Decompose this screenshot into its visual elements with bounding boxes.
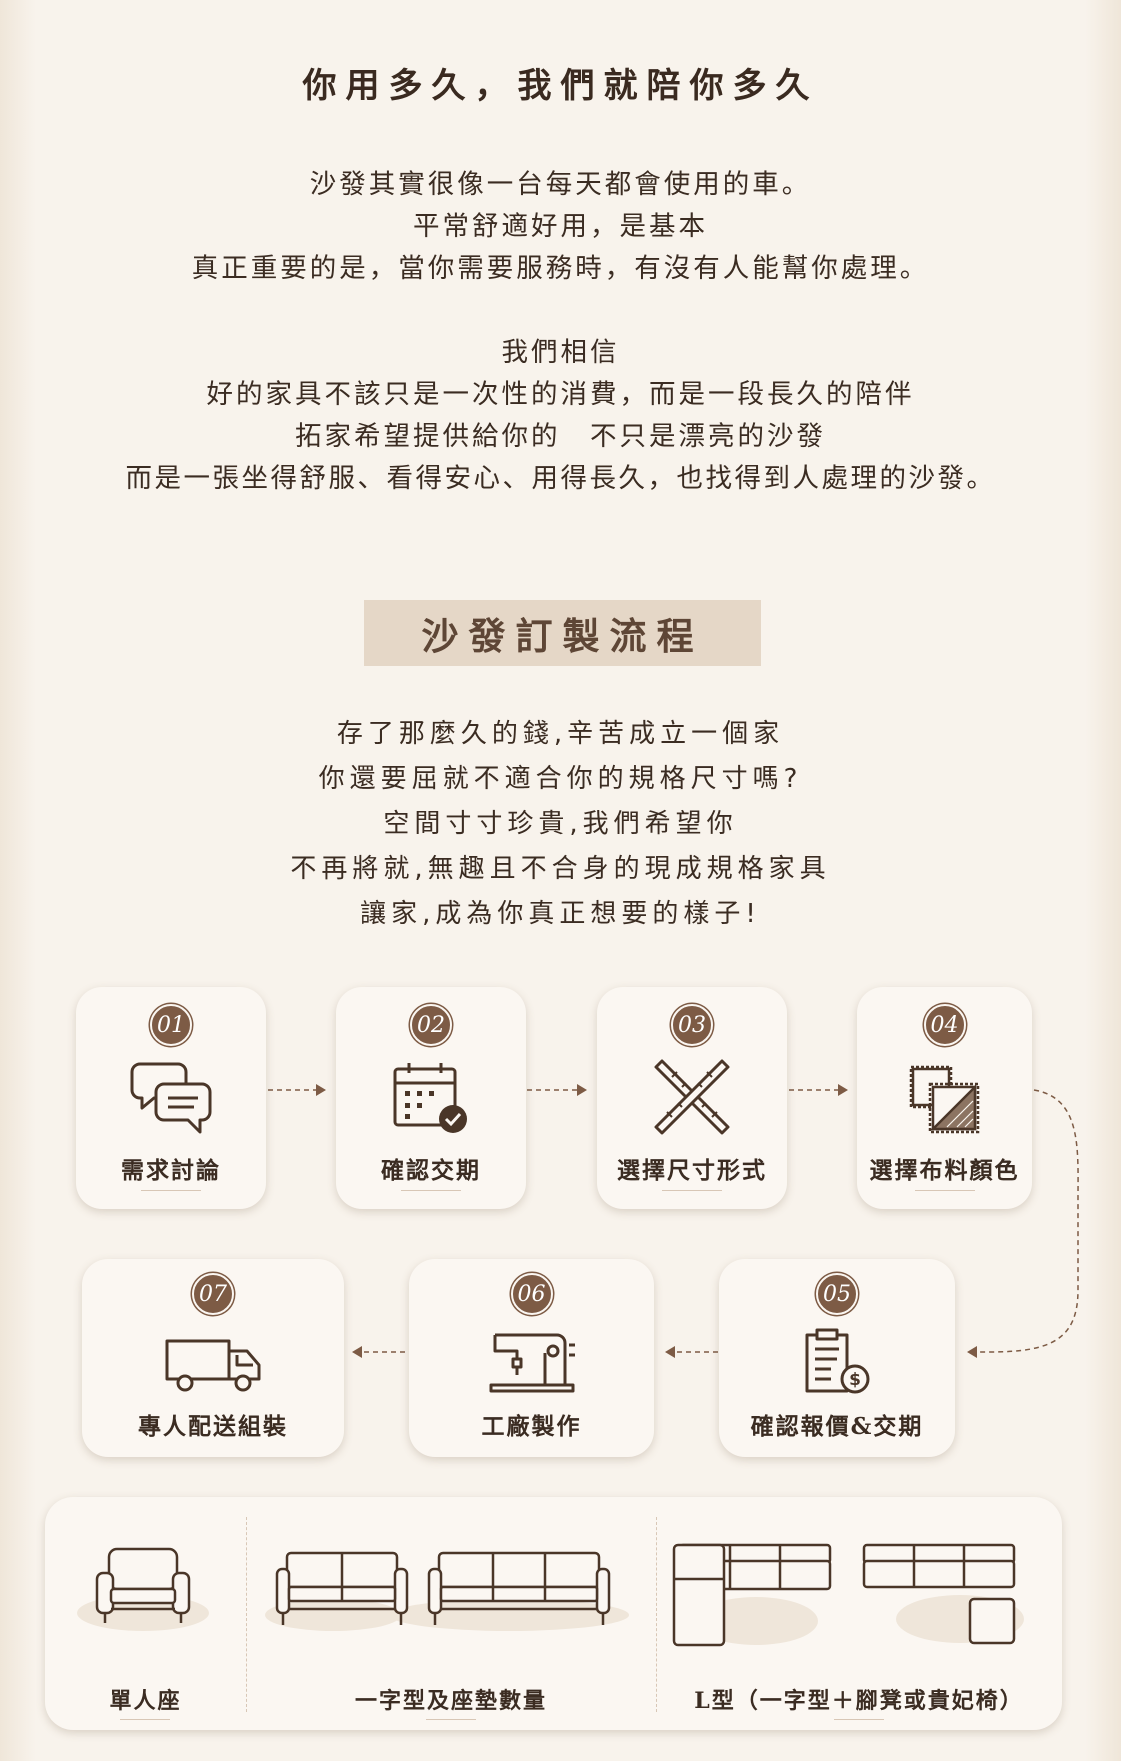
step-number: 07 (192, 1273, 234, 1315)
quote-document-icon: $ (801, 1327, 873, 1401)
label-underline (662, 1190, 722, 1191)
process-step-07: 07 專人配送組裝 (82, 1259, 344, 1457)
intro-line: 沙發其實很像一台每天都會使用的車。 (309, 169, 812, 200)
l-shaped-sofa-icon (670, 1539, 1050, 1661)
step-label: 確認交期 (381, 1157, 481, 1184)
description-line: 你還要屈就不適合你的規格尺寸嗎? (318, 764, 803, 794)
intro-paragraph-2: 我們相信 好的家具不該只是一次性的消費，而是一段長久的陪伴 拓家希望提供給你的 … (0, 332, 1121, 500)
divider (246, 1517, 247, 1712)
label-underline (401, 1190, 461, 1191)
sofa-type-label: L型（一字型＋腳凳或貴妃椅） (694, 1688, 1024, 1714)
chat-bubbles-icon (128, 1060, 214, 1140)
process-description: 存了那麼久的錢,辛苦成立一個家 你還要屈就不適合你的規格尺寸嗎? 空間寸寸珍貴,… (0, 712, 1121, 937)
crossed-rulers-icon (652, 1057, 732, 1141)
sofa-type-label: 單人座 (109, 1688, 182, 1714)
description-line: 不再將就,無趣且不合身的現成規格家具 (290, 854, 831, 884)
calendar-check-icon (391, 1059, 471, 1141)
delivery-truck-icon (163, 1335, 263, 1399)
process-step-01: 01 需求討論 (76, 987, 266, 1209)
label-underline (834, 1719, 884, 1720)
process-step-03: 03 選擇尺寸形式 (597, 987, 787, 1209)
process-section-title: 沙發訂製流程 (364, 600, 761, 666)
step-label: 需求討論 (121, 1157, 221, 1184)
description-line: 存了那麼久的錢,辛苦成立一個家 (336, 719, 785, 749)
label-underline (914, 1190, 975, 1191)
step-number: 03 (671, 1004, 713, 1046)
label-underline (426, 1719, 476, 1720)
label-underline (141, 1190, 201, 1191)
step-number: 05 (816, 1273, 858, 1315)
step-label: 專人配送組裝 (138, 1413, 288, 1440)
step-number: 04 (923, 1004, 966, 1046)
svg-text:$: $ (849, 1370, 861, 1390)
step-label: 確認報價&交期 (750, 1413, 924, 1440)
process-step-02: 02 確認交期 (336, 987, 526, 1209)
divider (656, 1517, 657, 1712)
fabric-swatch-icon (905, 1061, 985, 1139)
straight-sofa-icon (263, 1549, 643, 1639)
armchair-icon (73, 1545, 213, 1639)
intro-line: 好的家具不該只是一次性的消費，而是一段長久的陪伴 (206, 379, 915, 410)
step-label: 工廠製作 (481, 1413, 582, 1440)
process-step-06: 06 工廠製作 (409, 1259, 654, 1457)
sofa-types-card: 單人座 (45, 1497, 1062, 1730)
sofa-type-label: 一字型及座墊數量 (354, 1688, 547, 1714)
process-step-05: 05 $ 確認報價&交期 (719, 1259, 955, 1457)
process-step-04: 04 選擇布料顏色 (857, 987, 1032, 1209)
description-line: 空間寸寸珍貴,我們希望你 (383, 809, 738, 839)
step-number: 01 (150, 1004, 192, 1046)
sewing-machine-icon (487, 1325, 577, 1401)
step-number: 06 (510, 1273, 553, 1315)
step-label: 選擇布料顏色 (869, 1157, 1020, 1184)
intro-line: 我們相信 (501, 337, 620, 368)
page-title: 你用多久，我們就陪你多久 (302, 66, 819, 106)
intro-line: 而是一張坐得舒服、看得安心、用得長久，也找得到人處理的沙發。 (125, 463, 996, 494)
intro-line: 平常舒適好用，是基本 (413, 211, 708, 242)
intro-line: 拓家希望提供給你的 不只是漂亮的沙發 (295, 421, 826, 452)
label-underline (120, 1719, 170, 1720)
intro-paragraph-1: 沙發其實很像一台每天都會使用的車。 平常舒適好用，是基本 真正重要的是，當你需要… (0, 164, 1121, 290)
intro-line: 真正重要的是，當你需要服務時，有沒有人能幫你處理。 (191, 253, 930, 284)
description-line: 讓家,成為你真正想要的樣子! (360, 899, 761, 929)
step-label: 選擇尺寸形式 (617, 1157, 767, 1184)
step-number: 02 (410, 1004, 452, 1046)
